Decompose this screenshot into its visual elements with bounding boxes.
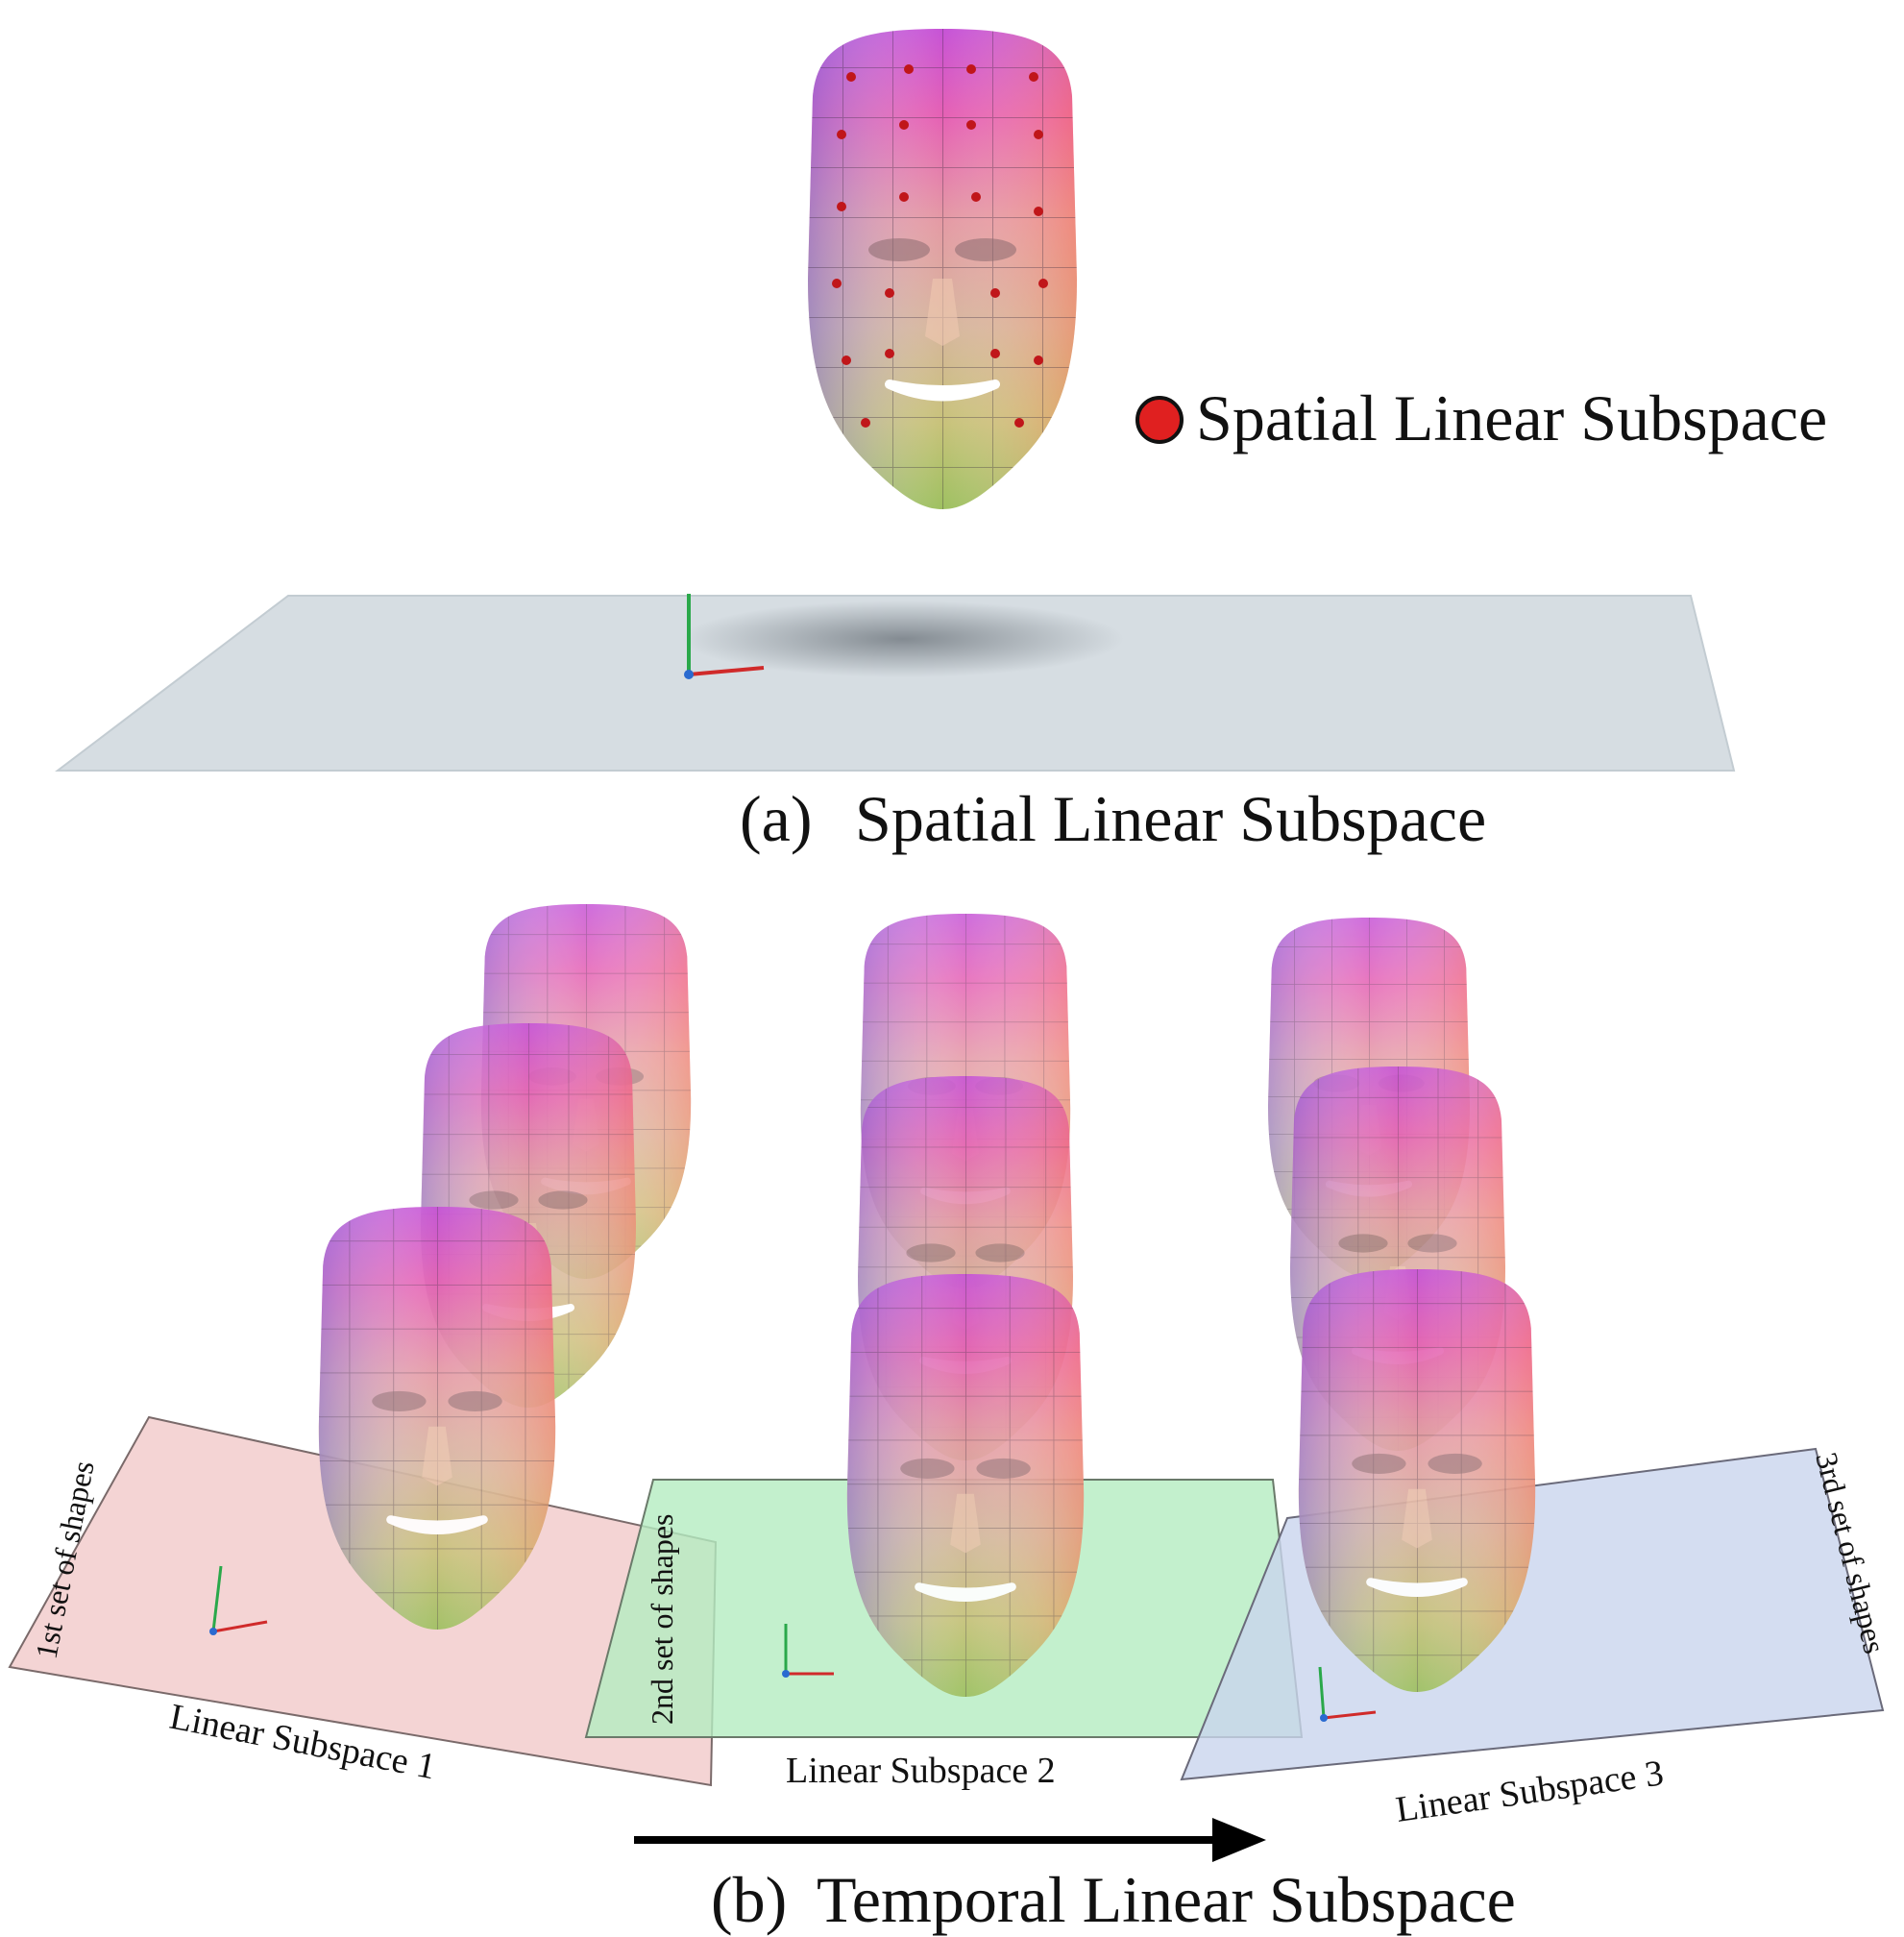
sample-points [832,64,1048,428]
legend-marker [1135,396,1184,444]
subspace-label-2: Linear Subspace 2 [786,1751,1056,1791]
panel-b: 1st set of shapes 2nd set of shapes 3rd … [8,896,1892,1936]
axis-gizmo-b1 [209,1565,268,1635]
caption-a-letter: (a) [740,782,812,855]
panel-a: Spatial Linear Subspace (a) Spatial Line… [55,19,1827,855]
axis-gizmo-b2 [782,1624,834,1678]
ground-plane [55,595,1736,772]
caption-b-letter: (b) [711,1863,787,1936]
subspace-label-3: Linear Subspace 3 [1393,1753,1666,1830]
axis-gizmo-b3 [1318,1666,1377,1722]
time-arrow [634,1818,1266,1862]
set-label-2: 2nd set of shapes [645,1513,679,1725]
caption-a-text: Spatial Linear Subspace [855,782,1486,855]
caption-b-text: Temporal Linear Subspace [817,1863,1516,1936]
axis-gizmo-a [684,594,765,679]
head-model-a [798,19,1086,519]
head-shadow [682,601,1124,677]
legend-label: Spatial Linear Subspace [1196,381,1827,454]
